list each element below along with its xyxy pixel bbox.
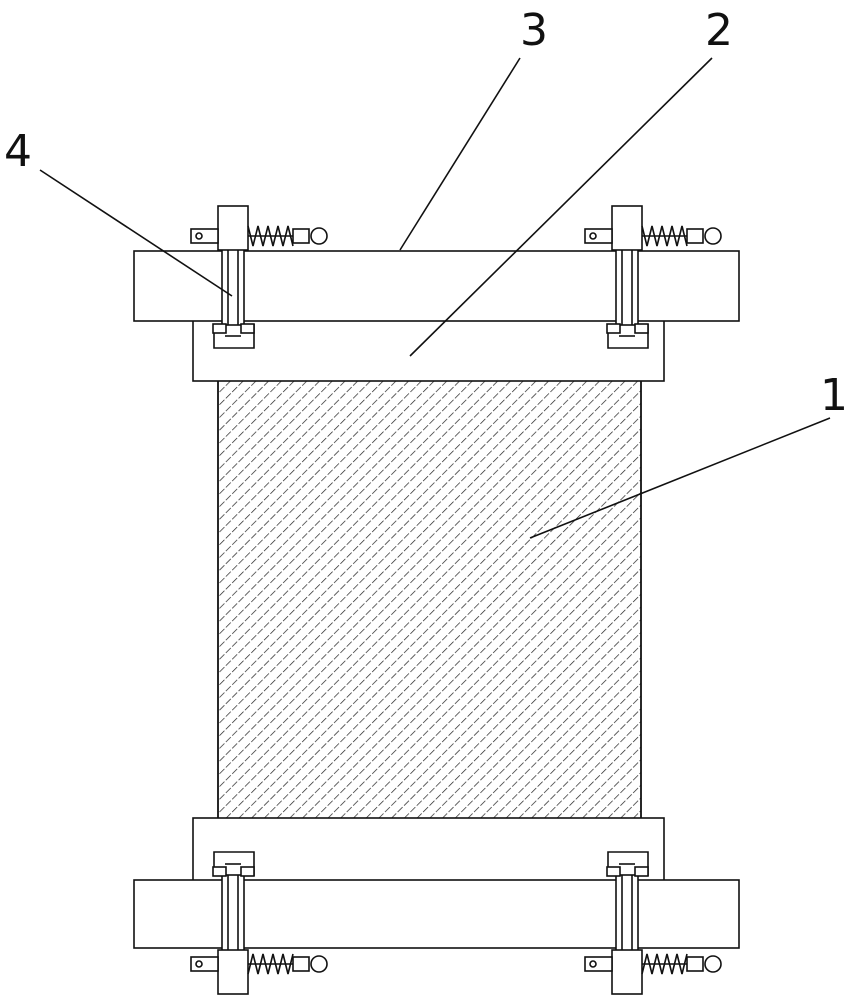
- component-2-lower-plate: [192, 817, 665, 882]
- leader-line-1: [529, 417, 831, 539]
- component-1-body: [217, 379, 642, 821]
- leader-line-2: [409, 57, 713, 357]
- leader-line-4: [39, 169, 233, 297]
- label-4: 4: [4, 126, 32, 177]
- component-2-upper-plate: [192, 317, 665, 382]
- label-2: 2: [705, 5, 733, 56]
- label-1: 1: [820, 370, 848, 421]
- label-3: 3: [520, 5, 548, 56]
- leader-line-3: [399, 57, 521, 251]
